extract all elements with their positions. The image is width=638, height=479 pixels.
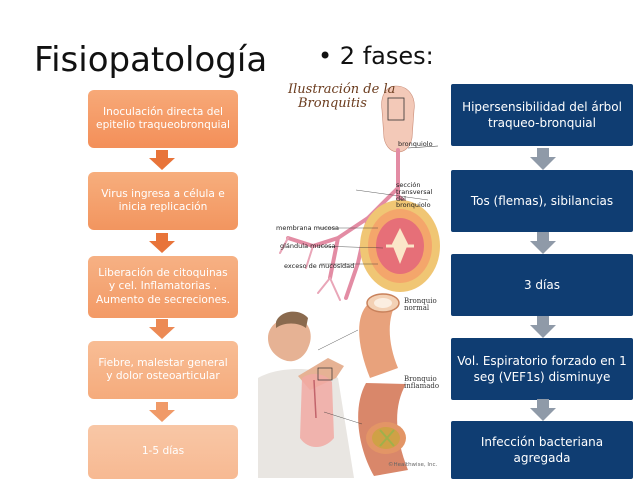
label-seccion-line2: transversal [396,187,433,196]
right-step-3: 3 días [451,254,633,316]
down-arrow-icon [149,402,175,422]
illustration-title-line2: Bronquitis [298,96,367,112]
label-inflamado-line1: Bronquio [404,375,437,383]
slide-bullet: • 2 fases: [318,42,434,70]
left-step-5: 1-5 días [88,425,238,479]
slide-title: Fisiopatología [34,40,268,80]
normal-bronchus-drawing [359,293,400,378]
down-arrow-icon [149,150,175,170]
label-seccion-line3: del [396,194,406,203]
left-step-2: Virus ingresa a célula e inicia replicac… [88,172,238,230]
left-step-1: Inoculación directa del epitelio traqueo… [88,90,238,148]
illustration-credit: ©Healthwise, Inc. [388,462,438,468]
inflamed-bronchus-drawing [358,383,408,476]
label-normal-line2: normal [404,304,430,313]
label-seccion-line1: sección [396,181,421,189]
bullet-text: 2 fases: [339,42,434,70]
man-coughing-drawing [258,311,354,478]
down-arrow-icon [530,232,556,254]
right-step-5: Infección bacteriana agregada [451,421,633,479]
label-exceso-mucosidad: exceso de mucosidad [284,262,355,270]
left-step-3: Liberación de citoquinas y cel. Inflamat… [88,256,238,318]
down-arrow-icon [530,148,556,170]
label-bronquiolo: bronquiolo [398,140,433,148]
bronchitis-illustration [258,85,444,478]
label-bronquio-normal: Bronquio normal [404,297,437,313]
right-step-2: Tos (flemas), sibilancias [451,170,633,232]
down-arrow-icon [149,233,175,253]
label-normal-line1: Bronquio [404,297,437,305]
label-glandula-mucosa: glándula mucosa [280,242,336,250]
right-step-1: Hipersensibilidad del árbol traqueo-bron… [451,84,633,146]
label-membrana-mucosa: membrana mucosa [276,224,339,232]
left-step-4: Fiebre, malestar general y dolor osteoar… [88,341,238,399]
label-bronquio-inflamado: Bronquio inflamado [404,375,440,391]
down-arrow-icon [530,399,556,421]
label-seccion-line4: bronquiolo [396,201,431,210]
upper-lung-drawing [279,85,440,301]
label-seccion-transversal: sección transversal del bronquiolo [396,182,432,209]
right-step-4: Vol. Espiratorio forzado en 1 seg (VEF1s… [451,338,633,400]
label-inflamado-line2: inflamado [404,382,440,391]
down-arrow-icon [149,319,175,339]
illustration-title-line1: Ilustración de la [288,82,396,97]
down-arrow-icon [530,316,556,338]
illustration-title: Ilustración de la Bronquitis [288,82,396,112]
